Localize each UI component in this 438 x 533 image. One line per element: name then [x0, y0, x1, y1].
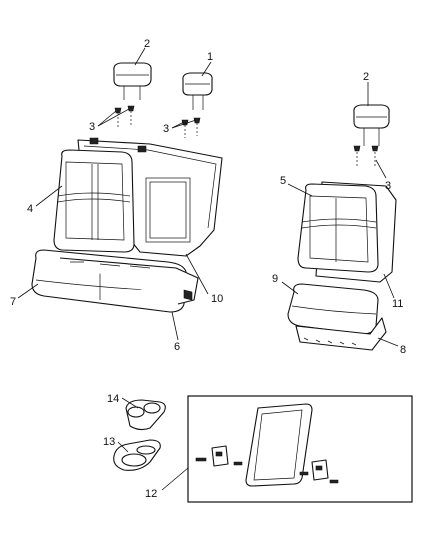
- callout-6: 6: [174, 341, 180, 353]
- callout-11: 11: [392, 298, 403, 310]
- callout-10: 10: [211, 293, 223, 305]
- callout-3-right: 3: [385, 180, 391, 192]
- callout-3-left: 3: [89, 121, 95, 133]
- callout-8: 8: [400, 344, 406, 356]
- cup-holder-part-14: [125, 399, 166, 431]
- callout-4: 4: [27, 203, 33, 215]
- callout-2-left: 2: [144, 38, 150, 50]
- right-seat-back-part-5: [297, 181, 397, 283]
- callout-5: 5: [280, 175, 286, 187]
- callout-2-right: 2: [363, 71, 369, 83]
- seat-back-cover-part-4: [53, 149, 135, 253]
- guide-bushings-left: [114, 105, 201, 138]
- right-cushion-part-9: [287, 283, 387, 351]
- headrest-left-part-2: [113, 62, 152, 100]
- callout-13: 13: [103, 436, 115, 448]
- callout-7: 7: [10, 296, 16, 308]
- headrest-left-part-1: [182, 72, 213, 110]
- callout-labels: 1 2 2 3 3 3 4 5 6 7 8 9 10 11 12 13 14: [10, 38, 406, 500]
- callout-12: 12: [145, 488, 157, 500]
- leader-lines: [17, 47, 399, 491]
- callout-3-middle: 3: [163, 123, 169, 135]
- callout-9: 9: [272, 273, 278, 285]
- cup-holder-part-13: [113, 439, 161, 471]
- callout-14: 14: [107, 393, 119, 405]
- cushion-frame-part-6: [59, 257, 199, 305]
- detail-box-part-12: [187, 395, 413, 503]
- callout-1: 1: [207, 51, 213, 63]
- headrest-right-part-2: [353, 104, 390, 166]
